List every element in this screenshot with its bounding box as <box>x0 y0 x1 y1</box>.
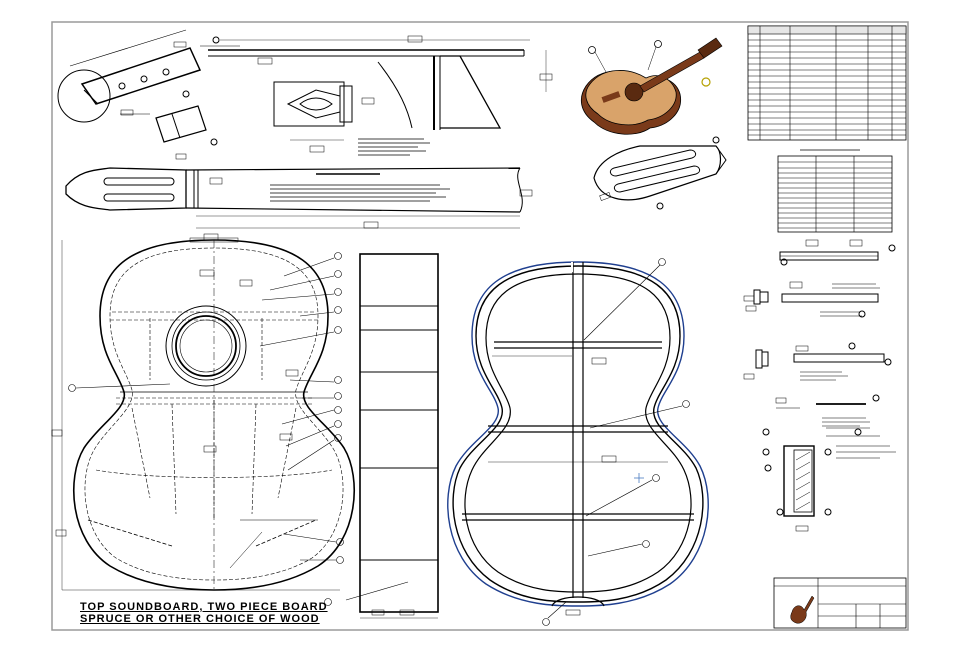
bill-of-materials-table <box>747 25 907 141</box>
soundboard-caption-line2: SPRUCE OR OTHER CHOICE OF WOOD <box>80 613 320 625</box>
title-block <box>773 577 907 629</box>
sheet-border <box>51 21 909 631</box>
back-callouts <box>542 258 690 626</box>
notes-block-neck <box>270 173 450 202</box>
headstock-isometric <box>593 136 727 210</box>
kerfing-section-detail <box>775 394 880 436</box>
crosshair-icon <box>634 473 644 483</box>
notes-block-top <box>358 138 430 156</box>
back-bracing-view <box>447 261 709 616</box>
saddle-section-detail <box>743 281 880 318</box>
headstock-slot-detail <box>57 29 240 146</box>
fret-spacing-table <box>777 149 893 233</box>
fingerboard-view <box>324 253 439 619</box>
binding-section-detail <box>762 427 896 532</box>
top-soundboard-view <box>51 233 356 591</box>
soundboard-caption-line1: TOP SOUNDBOARD, TWO PIECE BOARD <box>80 601 328 613</box>
neck-top-view <box>65 153 533 229</box>
soundboard-callouts <box>68 252 344 564</box>
bridge-section-detail <box>779 239 896 266</box>
brace-section-detail <box>743 342 892 381</box>
neck-side-view <box>208 35 553 153</box>
guitar-3d-render <box>580 37 723 135</box>
circle-icon <box>701 77 711 87</box>
